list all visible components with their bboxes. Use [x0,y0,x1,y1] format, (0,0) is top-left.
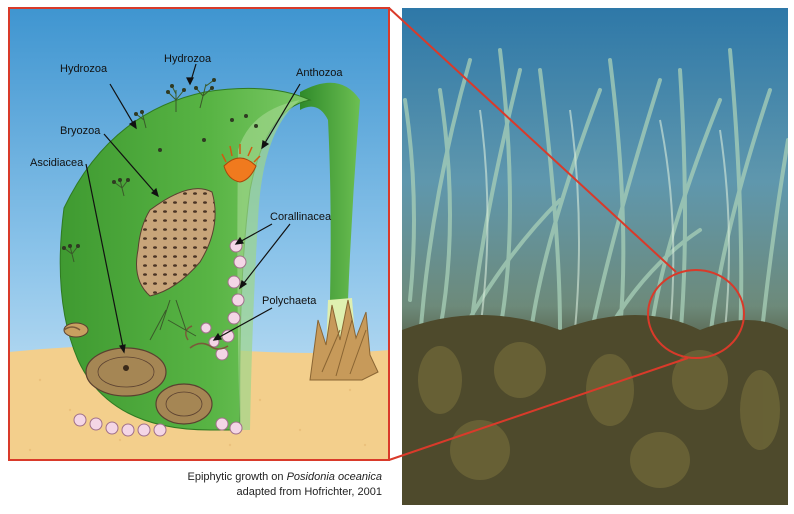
label-polychaeta: Polychaeta [262,295,317,307]
label-hydrozoa-top: Hydrozoa [164,53,212,65]
caption-line-1: Epiphytic growth on Posidonia oceanica [120,470,382,485]
label-ascidiacea: Ascidiacea [30,157,84,169]
label-anthozoa: Anthozoa [296,67,343,79]
label-corallinacea: Corallinacea [270,211,332,223]
figure-caption: Epiphytic growth on Posidonia oceanica a… [120,470,382,500]
caption-credit: adapted from Hofrichter, 2001 [120,485,382,500]
seagrass-photo [402,8,788,505]
species-name: Posidonia oceanica [287,471,382,483]
label-hydrozoa-left: Hydrozoa [60,63,108,75]
label-bryozoa: Bryozoa [60,125,101,137]
illustration-panel: Hydrozoa Hydrozoa Anthozoa Bryozoa Ascid… [9,8,389,460]
